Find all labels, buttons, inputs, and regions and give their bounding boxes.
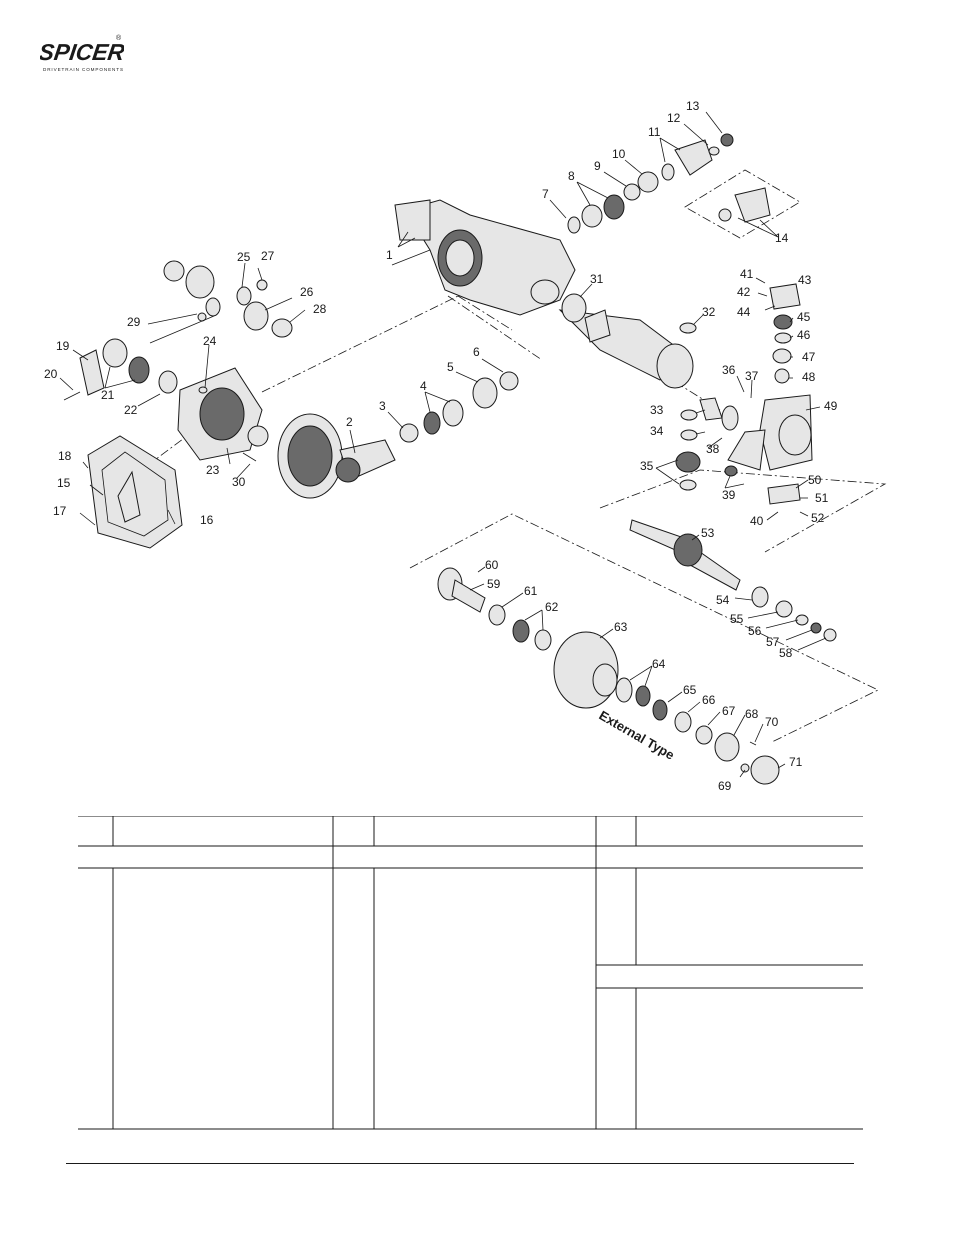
callout-18: 18 xyxy=(58,449,72,463)
callout-16: 16 xyxy=(200,513,214,527)
callout-68: 68 xyxy=(745,707,759,721)
callout-34: 34 xyxy=(650,424,664,438)
callout-39: 39 xyxy=(722,488,736,502)
callout-7: 7 xyxy=(542,187,549,201)
callout-54: 54 xyxy=(716,593,730,607)
callout-13: 13 xyxy=(686,99,700,113)
callout-36: 36 xyxy=(722,363,736,377)
logo-tagline: DRIVETRAIN COMPONENTS xyxy=(43,67,124,72)
logo-registered: ® xyxy=(116,34,122,42)
callout-14: 14 xyxy=(775,231,789,245)
callout-26: 26 xyxy=(300,285,314,299)
callout-1: 1 xyxy=(386,248,393,262)
callout-10: 10 xyxy=(612,147,626,161)
callout-46: 46 xyxy=(797,328,811,342)
callout-22: 22 xyxy=(124,403,138,417)
callout-41: 41 xyxy=(740,267,754,281)
callout-9: 9 xyxy=(594,159,601,173)
callout-17: 17 xyxy=(53,504,67,518)
callout-60: 60 xyxy=(485,558,499,572)
callout-5: 5 xyxy=(447,360,454,374)
callout-33: 33 xyxy=(650,403,664,417)
callout-40: 40 xyxy=(750,514,764,528)
callout-42: 42 xyxy=(737,285,751,299)
callout-44: 44 xyxy=(737,305,751,319)
differential-parts xyxy=(63,260,396,549)
callout-55: 55 xyxy=(730,612,744,626)
callout-53: 53 xyxy=(701,526,715,540)
callout-47: 47 xyxy=(802,350,816,364)
callout-4: 4 xyxy=(420,379,427,393)
callout-45: 45 xyxy=(797,310,811,324)
callout-51: 51 xyxy=(815,491,829,505)
callout-8: 8 xyxy=(568,169,575,183)
callout-70: 70 xyxy=(765,715,779,729)
callout-31: 31 xyxy=(590,272,604,286)
callout-27: 27 xyxy=(261,249,275,263)
callout-29: 29 xyxy=(127,315,141,329)
callout-62: 62 xyxy=(545,600,559,614)
callout-52: 52 xyxy=(811,511,825,525)
callout-19: 19 xyxy=(56,339,70,353)
assembly-guides xyxy=(119,169,887,743)
callout-15: 15 xyxy=(57,476,71,490)
steering-knuckle xyxy=(699,283,813,505)
callout-32: 32 xyxy=(702,305,716,319)
callout-21: 21 xyxy=(101,388,115,402)
callout-43: 43 xyxy=(798,273,812,287)
callout-63: 63 xyxy=(614,620,628,634)
callout-numbers: 1 2 3 4 5 6 7 8 9 10 11 12 13 14 15 16 1… xyxy=(44,99,838,793)
spicer-logo: SPICER ® DRIVETRAIN COMPONENTS xyxy=(40,34,124,72)
callout-20: 20 xyxy=(44,367,58,381)
footer-rule xyxy=(66,1163,854,1164)
callout-67: 67 xyxy=(722,704,736,718)
exploded-parts-diagram: 1 2 3 4 5 6 7 8 9 10 11 12 13 14 15 16 1… xyxy=(44,99,887,793)
callout-61: 61 xyxy=(524,584,538,598)
leader-lines xyxy=(59,111,827,778)
callout-64: 64 xyxy=(652,657,666,671)
callout-23: 23 xyxy=(206,463,220,477)
callout-38: 38 xyxy=(706,442,720,456)
callout-57: 57 xyxy=(766,635,780,649)
callout-48: 48 xyxy=(802,370,816,384)
callout-11: 11 xyxy=(648,125,661,139)
callout-28: 28 xyxy=(313,302,327,316)
callout-6: 6 xyxy=(473,345,480,359)
logo-wordmark: SPICER xyxy=(40,39,124,65)
axle-housing xyxy=(394,199,694,389)
callout-2: 2 xyxy=(346,415,353,429)
spindle-hub-parts xyxy=(437,567,780,785)
callout-37: 37 xyxy=(745,369,759,383)
parts-table xyxy=(78,816,863,1130)
callout-50: 50 xyxy=(808,473,822,487)
callout-65: 65 xyxy=(683,683,697,697)
callout-25: 25 xyxy=(237,250,251,264)
pinion-parts xyxy=(399,133,771,491)
callout-35: 35 xyxy=(640,459,654,473)
callout-30: 30 xyxy=(232,475,246,489)
callout-69: 69 xyxy=(718,779,732,793)
callout-24: 24 xyxy=(203,334,217,348)
callout-58: 58 xyxy=(779,646,793,660)
callout-3: 3 xyxy=(379,399,386,413)
axle-shaft-parts xyxy=(629,519,837,642)
callout-12: 12 xyxy=(667,111,681,125)
callout-49: 49 xyxy=(824,399,838,413)
callout-66: 66 xyxy=(702,693,716,707)
callout-59: 59 xyxy=(487,577,501,591)
callout-71: 71 xyxy=(789,755,803,769)
callout-56: 56 xyxy=(748,624,762,638)
